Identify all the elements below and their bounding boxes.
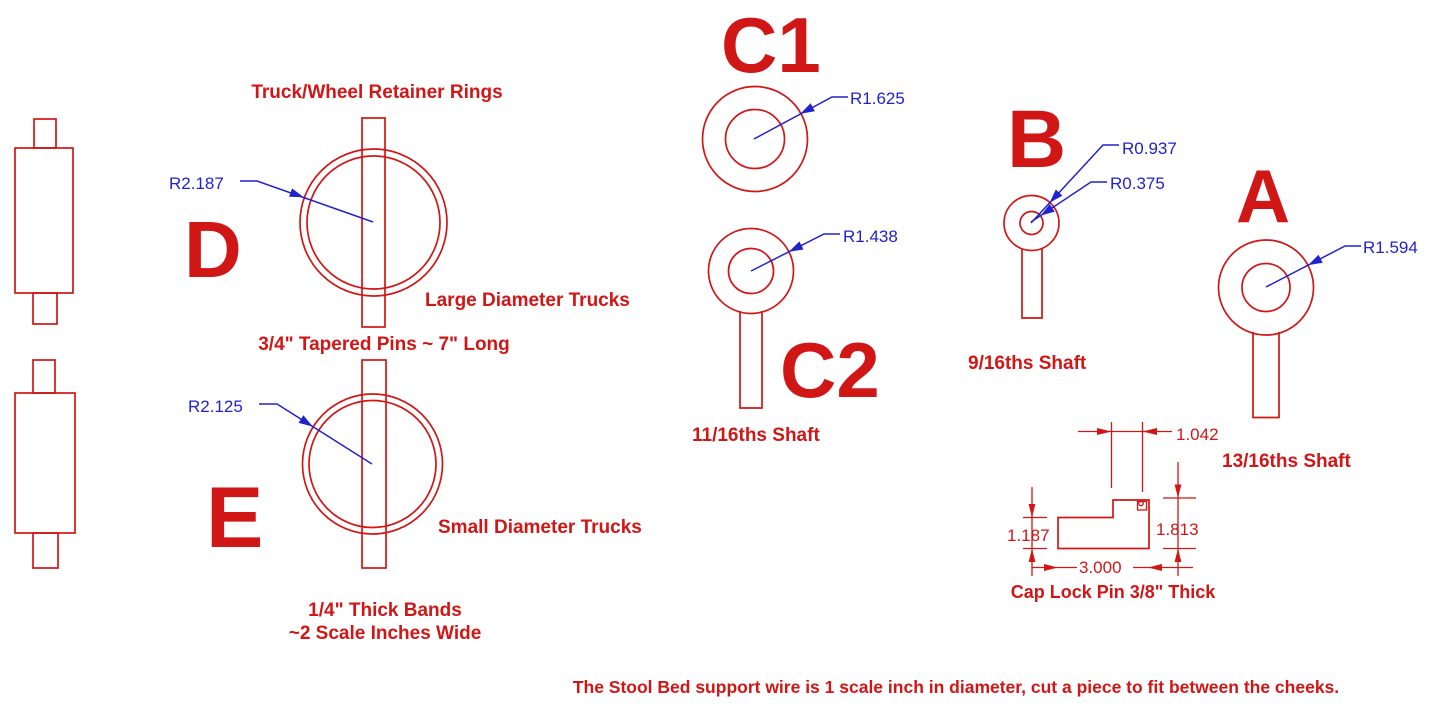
thick-bands-note-line1: 1/4" Thick Bands — [308, 600, 462, 621]
c2-shaft — [739, 311, 763, 409]
dim-right-height: 1.813 — [1156, 462, 1199, 576]
b-outer-radius-arrowhead — [1049, 189, 1063, 203]
pin-bottom-body — [14, 392, 76, 534]
d-inner-ring — [306, 155, 441, 290]
e-pin-bar — [361, 359, 387, 569]
a-shaft-caption: 13/16ths Shaft — [1222, 451, 1351, 472]
a-shaft — [1252, 332, 1280, 419]
d-caption: Large Diameter Trucks — [425, 290, 630, 311]
cap-lock-pin-detail: 1.042 1.187 1.813 3.000 Cap Lock Pin 3/8… — [1007, 422, 1219, 602]
part-a: A R1.594 13/16ths Shaft — [1217, 154, 1418, 472]
b-inner-radius-leader-line — [1030, 181, 1107, 223]
dim-bottom-right-arrowhead — [1148, 564, 1162, 571]
tapered-pins-note: 3/4" Tapered Pins ~ 7" Long — [258, 334, 510, 355]
dim-right-value: 1.813 — [1156, 520, 1199, 539]
a-radius-dim: R1.594 — [1363, 238, 1418, 257]
dim-bottom-width: 3.000 — [1032, 558, 1193, 577]
cap-lock-pin-outline — [1057, 499, 1150, 550]
c2-radius-dim: R1.438 — [843, 227, 898, 246]
b-outer-radius-dim: R0.937 — [1122, 139, 1177, 158]
c1-label: C1 — [721, 1, 821, 89]
a-bore-circle — [1241, 262, 1291, 313]
c1-outer-circle — [701, 85, 809, 193]
dim-left-bottom-arrowhead — [1028, 548, 1036, 562]
tapered-pin-side-view-top — [14, 118, 74, 325]
dim-top-right-arrowhead — [1142, 428, 1157, 435]
b-label: B — [1007, 94, 1066, 185]
tapered-pin-side-view-bottom — [14, 359, 76, 569]
dim-bottom-value: 3.000 — [1079, 558, 1122, 577]
dim-left-top-arrowhead — [1028, 504, 1036, 518]
b-shaft-caption: 9/16ths Shaft — [968, 353, 1087, 374]
e-radius-arrowhead — [298, 415, 313, 427]
d-radius-dim: R2.187 — [169, 174, 224, 193]
stool-bed-note: The Stool Bed support wire is 1 scale in… — [573, 677, 1339, 697]
part-c1: C1 R1.625 — [701, 1, 905, 193]
pin-top-body — [14, 147, 74, 294]
e-inner-ring — [308, 399, 437, 529]
dim-right-top-arrowhead — [1174, 484, 1182, 498]
pin-bottom-tip — [32, 359, 56, 394]
b-outer-circle — [1003, 194, 1060, 252]
pin-top-tip — [33, 118, 57, 149]
c1-radius-dim: R1.625 — [850, 89, 905, 108]
dim-top-left-arrowhead — [1097, 428, 1112, 435]
dim-bottom-left-arrowhead — [1044, 564, 1058, 571]
c2-outer-circle — [707, 227, 795, 315]
b-bore-circle — [1019, 210, 1044, 236]
pin-bottom-bottom-tip — [32, 532, 59, 569]
c2-radius-leader-line — [750, 233, 840, 272]
cap-lock-pin-caption: Cap Lock Pin 3/8" Thick — [1011, 582, 1217, 602]
c1-radius-leader-line — [753, 96, 848, 140]
e-radius-dim: R2.125 — [188, 397, 243, 416]
page-title: Truck/Wheel Retainer Rings — [251, 82, 502, 103]
thick-bands-note-line2: ~2 Scale Inches Wide — [289, 623, 482, 644]
c1-radius-arrowhead — [800, 103, 815, 114]
dim-left-height: 1.187 — [1007, 487, 1050, 576]
b-shaft — [1021, 248, 1043, 319]
c2-radius-arrowhead — [788, 241, 804, 252]
dim-top-width: 1.042 — [1078, 422, 1219, 492]
d-label: D — [184, 205, 242, 294]
a-outer-circle — [1217, 239, 1315, 336]
a-radius-arrowhead — [1308, 254, 1323, 266]
d-outer-ring — [299, 148, 448, 297]
part-b: B R0.937 R0.375 9/16ths Shaft — [968, 94, 1177, 374]
b-inner-radius-dim: R0.375 — [1110, 174, 1165, 193]
dim-top-lines — [1078, 422, 1172, 492]
cap-lock-pin-hole-circle — [1138, 500, 1144, 507]
dim-top-value: 1.042 — [1176, 425, 1219, 444]
d-pin-bar — [361, 117, 386, 328]
part-e: E R2.125 Small Diameter Trucks — [188, 359, 642, 569]
b-inner-radius-arrowhead — [1040, 204, 1055, 216]
a-radius-leader-line — [1265, 245, 1361, 288]
e-label: E — [206, 470, 263, 566]
dim-left-value: 1.187 — [1007, 526, 1050, 545]
d-radius-arrowhead — [289, 188, 304, 198]
c2-shaft-caption: 11/16ths Shaft — [692, 425, 820, 446]
dim-right-bottom-arrowhead — [1174, 548, 1182, 562]
a-label: A — [1236, 154, 1290, 238]
d-radius-leader-line — [240, 180, 374, 223]
part-d: D R2.187 Large Diameter Trucks — [169, 117, 630, 328]
c2-label: C2 — [780, 326, 880, 414]
pin-top-bottom-tip — [32, 292, 58, 325]
part-c2: C2 R1.438 11/16ths Shaft — [692, 227, 898, 446]
e-outer-ring — [301, 393, 444, 535]
e-radius-leader-line — [259, 403, 373, 465]
c2-bore-circle — [727, 247, 775, 295]
e-caption: Small Diameter Trucks — [438, 517, 642, 538]
c1-bore-circle — [724, 108, 786, 170]
